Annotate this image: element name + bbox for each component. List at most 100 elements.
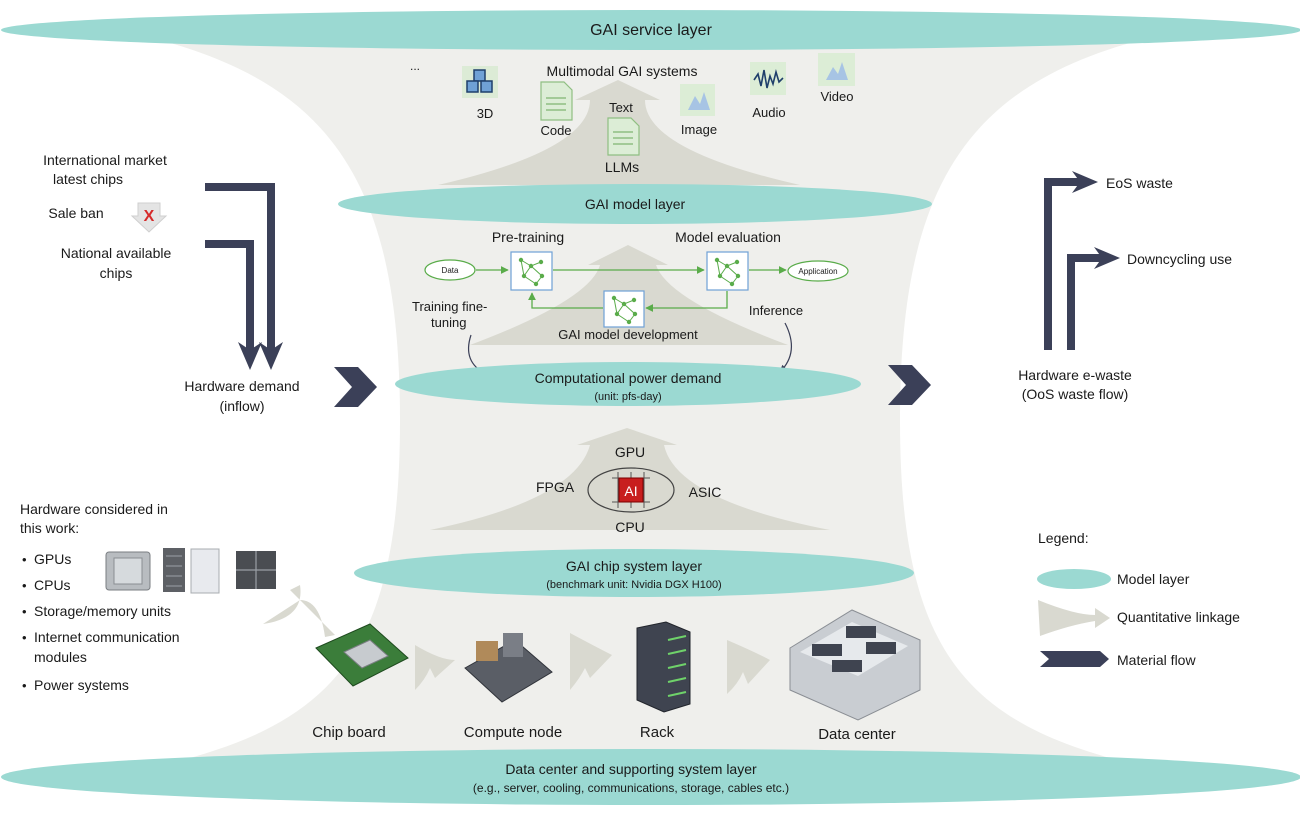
- downcycling-label: Downcycling use: [1127, 251, 1232, 267]
- compute-demand-ellipse: [395, 362, 861, 406]
- image-label: Image: [681, 122, 717, 137]
- hardware-demand-label-1: Hardware demand: [184, 378, 299, 394]
- compute-node-image: [464, 633, 553, 703]
- model-layer-ellipse: [338, 184, 932, 224]
- legend-model-layer-swatch: [1037, 569, 1111, 589]
- storage-drive-image: [190, 548, 220, 594]
- neural-network-icon: [706, 251, 749, 291]
- hardware-demand-label-2: (inflow): [219, 398, 264, 414]
- service-layer-ellipse: [1, 10, 1300, 50]
- cpu-chip-image: [236, 551, 276, 589]
- rack-image: [636, 621, 691, 713]
- legend-linkage-label: Quantitative linkage: [1117, 609, 1240, 625]
- compute-demand-label: Computational power demand: [535, 370, 722, 386]
- compute-node-label: Compute node: [464, 724, 562, 741]
- ai-chip-label: AI: [624, 483, 637, 499]
- chip-board-image: [315, 623, 409, 687]
- evaluation-feedback-arrow: [645, 291, 728, 312]
- hardware-bullet: •: [22, 578, 27, 593]
- linkage-arrow-2: [570, 633, 612, 690]
- sale-ban-icon: X: [130, 202, 168, 233]
- ewaste-label-2: (OoS waste flow): [1022, 386, 1129, 402]
- development-label: GAI model development: [558, 327, 698, 342]
- legend-material-label: Material flow: [1117, 652, 1196, 668]
- data-center-image: [789, 609, 921, 721]
- training-label-1: Training fine-: [412, 299, 487, 314]
- hardware-item-internet: Internet communication: [34, 629, 180, 645]
- hardware-title-1: Hardware considered in: [20, 501, 168, 517]
- application-node: [787, 260, 849, 282]
- hardware-bullet: •: [22, 678, 27, 693]
- code-label: Code: [540, 123, 571, 138]
- hardware-bullet: •: [22, 604, 27, 619]
- hardware-item-power: Power systems: [34, 677, 129, 693]
- national-chips-label-2: chips: [100, 265, 133, 281]
- ellipsis: ...: [410, 59, 420, 73]
- dc-layer-sub: (e.g., server, cooling, communications, …: [473, 781, 789, 795]
- intl-market-label-2: latest chips: [53, 171, 123, 187]
- data-node: [424, 259, 476, 281]
- inflow-chevron: [334, 367, 377, 407]
- chip-layer-label: GAI chip system layer: [566, 558, 702, 574]
- model-layer-label: GAI model layer: [585, 196, 686, 212]
- legend-linkage-swatch: [1038, 600, 1110, 636]
- national-chips-label-1: National available: [61, 245, 172, 261]
- downcycling-flow: [1067, 254, 1102, 350]
- chip-layer-ellipse: [354, 549, 914, 597]
- 3d-label: 3D: [477, 106, 494, 121]
- hardware-item-cpus: CPUs: [34, 577, 71, 593]
- multimodal-label: Multimodal GAI systems: [547, 63, 698, 79]
- legend-title: Legend:: [1038, 530, 1089, 546]
- svg-text:X: X: [144, 208, 155, 225]
- intl-chip-flow: [205, 183, 275, 352]
- text-file-icon: [607, 117, 640, 156]
- gpu-chip-image: [105, 551, 151, 591]
- application-label: Application: [798, 267, 837, 276]
- code-file-icon: [540, 81, 573, 121]
- legend-material-swatch: [1040, 651, 1109, 667]
- evaluation-label: Model evaluation: [675, 229, 781, 245]
- data-center-label: Data center: [818, 726, 896, 743]
- hardware-bullet: •: [22, 552, 27, 567]
- eos-waste-flow-head: [1072, 171, 1098, 193]
- fpga-label: FPGA: [536, 479, 575, 495]
- data-label: Data: [442, 266, 459, 275]
- ai-chip-icon: [587, 467, 675, 513]
- downcycling-flow-head: [1094, 247, 1120, 269]
- image-icon: [680, 84, 715, 116]
- hardware-item-modules: modules: [34, 649, 87, 665]
- memory-module-image: [163, 548, 185, 592]
- pretraining-label: Pre-training: [492, 229, 564, 245]
- linkage-arrow-1: [415, 645, 455, 690]
- hardware-bullet: •: [22, 630, 27, 645]
- eos-waste-flow: [1044, 178, 1080, 350]
- 3d-cubes-icon: [462, 66, 498, 98]
- rack-label: Rack: [640, 724, 675, 741]
- audio-icon: [750, 62, 786, 95]
- hardware-item-gpus: GPUs: [34, 551, 71, 567]
- outflow-chevron: [888, 365, 931, 405]
- service-layer-label: GAI service layer: [590, 22, 712, 39]
- neural-network-icon: [603, 290, 645, 328]
- compute-demand-unit: (unit: pfs-day): [594, 391, 661, 403]
- dc-layer-label: Data center and supporting system layer: [505, 761, 757, 777]
- asic-label: ASIC: [689, 484, 722, 500]
- intl-chip-flow-head: [259, 342, 283, 370]
- cpu-label: CPU: [615, 519, 645, 535]
- eos-waste-label: EoS waste: [1106, 175, 1173, 191]
- legend-model-layer-label: Model layer: [1117, 571, 1190, 587]
- national-chip-flow: [205, 240, 254, 352]
- hardware-title-2: this work:: [20, 520, 79, 536]
- inference-label: Inference: [749, 303, 803, 318]
- gpu-label: GPU: [615, 444, 645, 460]
- audio-label: Audio: [752, 105, 785, 120]
- linkage-arrow-3: [727, 640, 770, 694]
- training-label-2: tuning: [431, 315, 466, 330]
- sale-ban-label: Sale ban: [48, 205, 103, 221]
- ewaste-label-1: Hardware e-waste: [1018, 367, 1132, 383]
- dc-layer-ellipse: [1, 749, 1300, 805]
- national-chip-flow-head: [238, 342, 262, 370]
- video-icon: [818, 53, 855, 86]
- chip-layer-sub: (benchmark unit: Nvidia DGX H100): [546, 579, 721, 591]
